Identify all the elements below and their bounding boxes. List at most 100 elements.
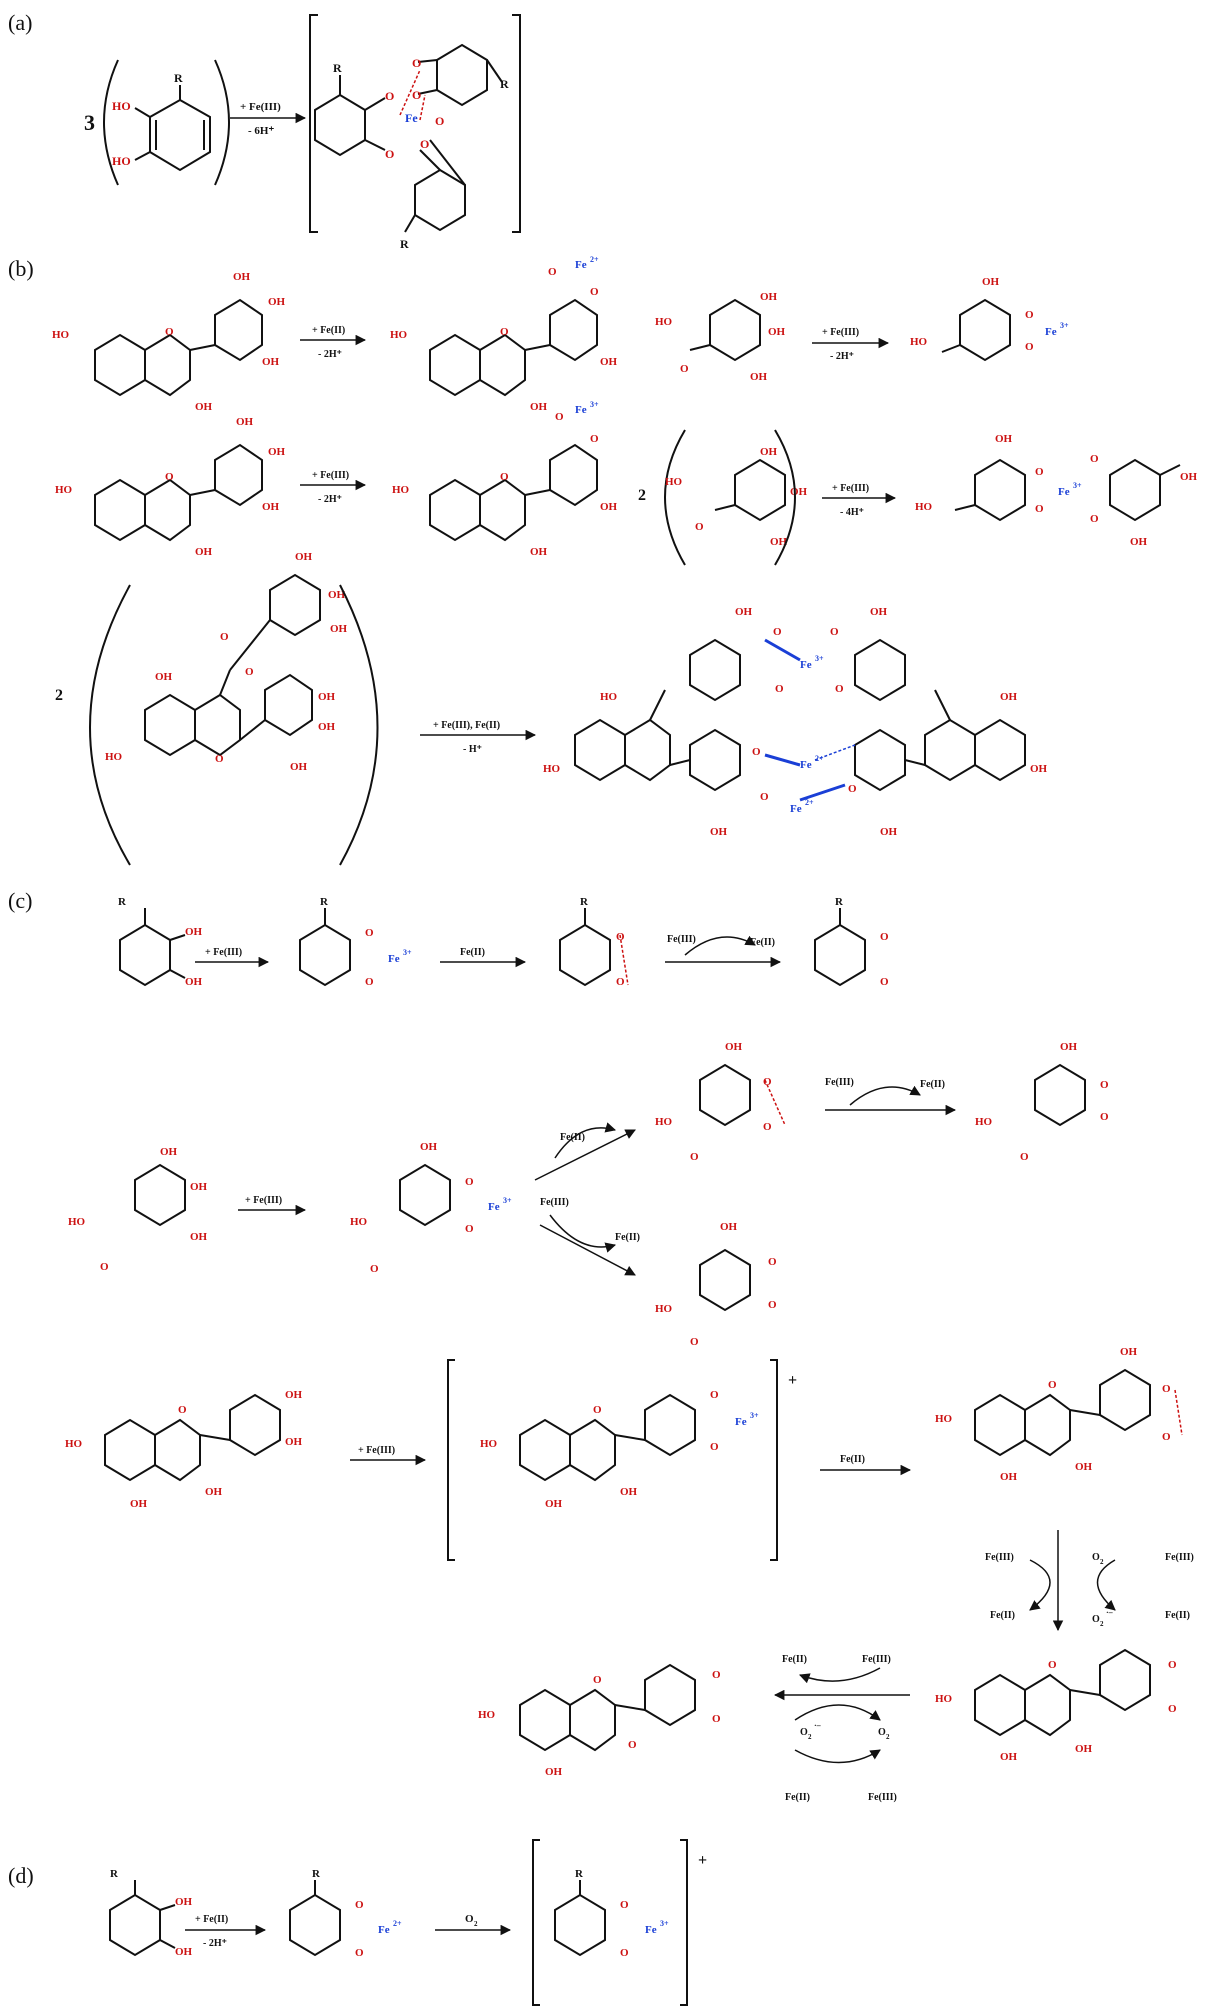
atom-label: O bbox=[848, 783, 857, 795]
atom-label: Fe(II) bbox=[560, 1132, 585, 1143]
atom-label: OH bbox=[1180, 471, 1198, 483]
atom-label: HO bbox=[52, 329, 70, 341]
panel-c: R OH OH + Fe(III) R O O Fe 3+ Fe(II) R O… bbox=[65, 896, 1194, 1803]
atom-label: OH bbox=[262, 356, 280, 368]
atom-label: O bbox=[1090, 453, 1099, 465]
atom-label: OH bbox=[190, 1231, 208, 1243]
atom-label: Fe(III) bbox=[862, 1654, 891, 1665]
atom-label: 3+ bbox=[750, 1411, 759, 1420]
atom-label: 2 bbox=[1100, 1620, 1104, 1628]
atom-label: OH bbox=[175, 1946, 193, 1958]
atom-label: O bbox=[712, 1669, 721, 1681]
atom-label: O bbox=[593, 1404, 602, 1416]
atom-label: 3+ bbox=[403, 948, 412, 957]
atom-label: OH bbox=[1130, 536, 1148, 548]
gallate-fe3-complex bbox=[941, 298, 1011, 362]
atom-label: O bbox=[1092, 1614, 1100, 1625]
atom-label: O bbox=[385, 89, 394, 103]
atom-label: O bbox=[500, 326, 509, 338]
atom-label: O bbox=[220, 631, 229, 643]
atom-label: OH bbox=[268, 446, 286, 458]
atom-label: O bbox=[1100, 1079, 1109, 1091]
atom-label: OH bbox=[790, 486, 808, 498]
atom-label: OH bbox=[185, 926, 203, 938]
atom-label: R bbox=[110, 1868, 119, 1880]
atom-label: OH bbox=[328, 589, 346, 601]
atom-label: OH bbox=[768, 326, 786, 338]
atom-label: R bbox=[580, 896, 589, 908]
atom-label: OH bbox=[1000, 1471, 1018, 1483]
atom-label: OH bbox=[735, 606, 753, 618]
atom-label: Fe(II) bbox=[1165, 1610, 1190, 1621]
bis-gallate-fe3-complex bbox=[954, 458, 1181, 522]
atom-label: HO bbox=[68, 1216, 86, 1228]
atom-label: Fe(III) bbox=[985, 1552, 1014, 1563]
atom-label: + Fe(III), Fe(II) bbox=[433, 720, 500, 731]
atom-label: 2+ bbox=[590, 255, 599, 264]
atom-label: Fe(II) bbox=[615, 1232, 640, 1243]
atom-label: O bbox=[690, 1336, 699, 1348]
atom-label: Fe bbox=[800, 759, 812, 771]
atom-label: OH bbox=[600, 356, 618, 368]
atom-label: OH bbox=[185, 976, 203, 988]
atom-label: OH bbox=[1060, 1041, 1078, 1053]
atom-label: HO bbox=[915, 501, 933, 513]
atom-label: HO bbox=[390, 329, 408, 341]
atom-label: HO bbox=[600, 691, 618, 703]
atom-label: 2 bbox=[886, 1733, 890, 1741]
atom-label: + Fe(III) bbox=[822, 327, 859, 338]
atom-label: Fe bbox=[575, 404, 587, 416]
atom-label: OH bbox=[130, 1498, 148, 1510]
panel-label-c: (c) bbox=[8, 888, 32, 913]
atom-label: O bbox=[1162, 1383, 1171, 1395]
atom-label: O bbox=[1090, 513, 1099, 525]
atom-label: OH bbox=[318, 691, 336, 703]
atom-label: OH bbox=[195, 401, 213, 413]
atom-label: OH bbox=[295, 551, 313, 563]
atom-label: O bbox=[620, 1947, 629, 1959]
atom-label: O bbox=[215, 753, 224, 765]
atom-label: + Fe(III) bbox=[312, 470, 349, 481]
atom-label: OH bbox=[545, 1766, 563, 1778]
atom-label: HO bbox=[655, 316, 673, 328]
atom-label: Fe bbox=[790, 803, 802, 815]
atom-label: R bbox=[575, 1868, 584, 1880]
atom-label: 3+ bbox=[1073, 481, 1082, 490]
atom-label: OH bbox=[190, 1181, 208, 1193]
atom-label: O bbox=[763, 1121, 772, 1133]
atom-label: 2+ bbox=[815, 754, 824, 763]
atom-label: Fe(II) bbox=[460, 947, 485, 958]
atom-label: OH bbox=[160, 1146, 178, 1158]
atom-label: O bbox=[178, 1404, 187, 1416]
atom-label: Fe bbox=[735, 1416, 747, 1428]
atom-label: O bbox=[620, 1899, 629, 1911]
atom-label: O bbox=[768, 1299, 777, 1311]
atom-label: O bbox=[830, 626, 839, 638]
atom-label: 2 bbox=[1100, 1558, 1104, 1566]
atom-label: OH bbox=[1075, 1743, 1093, 1755]
atom-label: O bbox=[1048, 1659, 1057, 1671]
flavanol-2 bbox=[94, 443, 263, 542]
atom-label: O bbox=[1025, 309, 1034, 321]
atom-label: Fe bbox=[575, 259, 587, 271]
atom-label: O bbox=[555, 411, 564, 423]
atom-label: O bbox=[1168, 1659, 1177, 1671]
atom-label: HO bbox=[350, 1216, 368, 1228]
atom-label: HO bbox=[478, 1709, 496, 1721]
atom-label: + Fe(III) bbox=[245, 1195, 282, 1206]
atom-label: O bbox=[768, 1256, 777, 1268]
atom-label: R bbox=[835, 896, 844, 908]
atom-label: 3+ bbox=[590, 400, 599, 409]
atom-label: Fe bbox=[1045, 326, 1057, 338]
atom-label: Fe(III) bbox=[825, 1077, 854, 1088]
atom-label: 3+ bbox=[815, 654, 824, 663]
atom-label: O bbox=[1020, 1151, 1029, 1163]
atom-label: O bbox=[548, 266, 557, 278]
atom-label: O bbox=[690, 1151, 699, 1163]
atom-label: R bbox=[400, 237, 409, 251]
atom-label: O bbox=[1035, 466, 1044, 478]
atom-label: OH bbox=[205, 1486, 223, 1498]
atom-label: O bbox=[365, 976, 374, 988]
atom-label: O bbox=[593, 1674, 602, 1686]
atom-label: Fe(III) bbox=[1165, 1552, 1194, 1563]
